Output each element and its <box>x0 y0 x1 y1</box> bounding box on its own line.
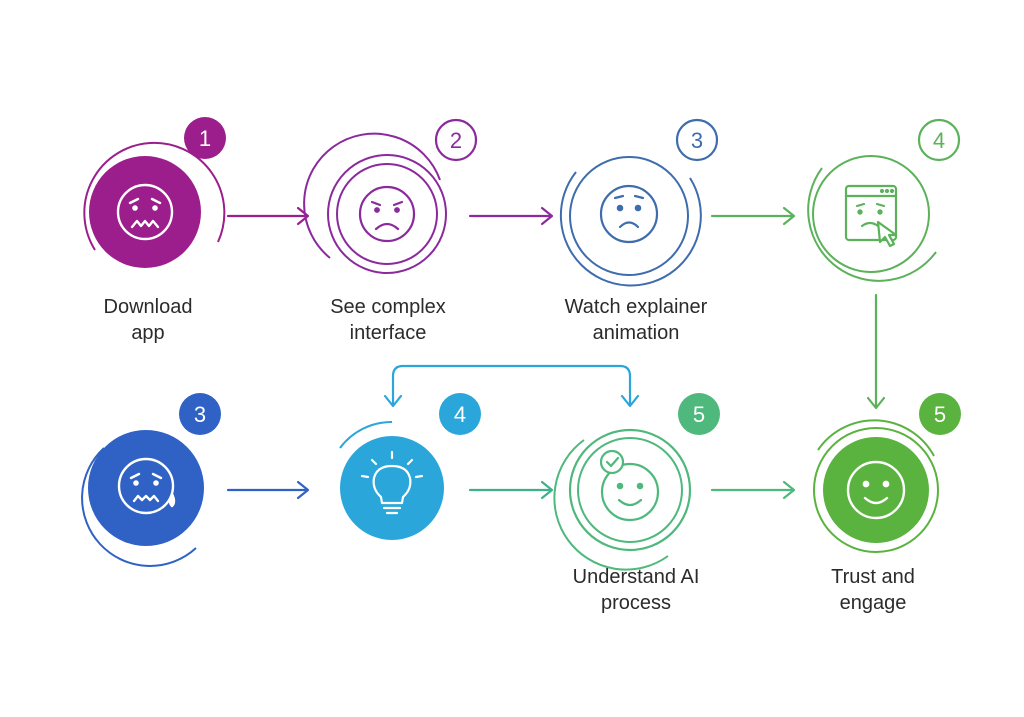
step-r2-2-outer-arc <box>339 420 393 449</box>
step-1-label-line-1: Download <box>103 296 193 318</box>
step-1-label-line-2: app <box>131 322 165 344</box>
step-r2-1-node: 3 <box>81 393 221 567</box>
step-2-ring <box>327 154 447 274</box>
step-r2-3-badge <box>678 393 720 435</box>
step-r2-4-disc <box>823 437 929 543</box>
smiling-face-check-icon <box>599 449 660 522</box>
step-r2-3-label: Understand AI process <box>526 564 746 616</box>
step-3-label: Watch explainer animation <box>526 294 746 346</box>
arrow-4-to-final <box>866 293 886 410</box>
step-3-label-line-2: animation <box>592 322 680 344</box>
step-2-outer-arc <box>303 132 441 259</box>
step-r2-3-inner-ring <box>577 437 683 543</box>
step-r2-3-label-line-1: Understand AI <box>572 566 700 588</box>
step-r2-3-label-line-2: process <box>600 592 672 614</box>
step-3-badge <box>675 118 719 162</box>
step-r2-3-node: 5 <box>553 393 720 571</box>
step-1-number: 1 <box>199 126 211 151</box>
sad-face-icon <box>358 185 416 243</box>
step-2-label-line-2: interface <box>349 322 427 344</box>
step-r2-4-label-line-2: engage <box>839 592 907 614</box>
step-r2-4-node: 5 <box>813 393 961 553</box>
step-r2-4-badge <box>919 393 961 435</box>
arrow-1-to-2 <box>226 206 310 226</box>
step-r2-4-label: Trust and engage <box>763 564 983 616</box>
step-2-node: 2 <box>303 118 478 274</box>
step-3-label-line-1: Watch explainer <box>564 296 708 318</box>
step-1-badge <box>184 117 226 159</box>
arrow-3-to-4 <box>710 206 796 226</box>
step-4-node: 4 <box>807 118 961 282</box>
arrow-r2-2-to-3 <box>468 480 554 500</box>
step-2-badge <box>434 118 478 162</box>
step-r2-3-number: 5 <box>693 402 705 427</box>
step-4-number: 4 <box>933 128 945 153</box>
step-r2-2-number: 4 <box>454 402 466 427</box>
step-1-disc <box>89 156 201 268</box>
step-r2-4-number: 5 <box>934 402 946 427</box>
step-4-badge <box>917 118 961 162</box>
step-r2-3-ring <box>568 428 692 552</box>
step-r2-1-disc <box>88 430 204 546</box>
lightbulb-icon <box>360 450 424 515</box>
step-r2-4-outer-arc <box>817 419 935 457</box>
step-r2-2-disc <box>340 436 444 540</box>
step-2-label: See complex interface <box>278 294 498 346</box>
step-3-ring <box>569 156 689 276</box>
arrow-r2-1-to-2 <box>226 480 310 500</box>
step-1-label: Download app <box>38 294 258 346</box>
step-1-node: 1 <box>83 117 226 268</box>
confused-screen-cursor-icon <box>844 184 898 248</box>
step-r2-1-badge <box>179 393 221 435</box>
connectors <box>226 206 886 500</box>
anxious-face-icon <box>116 183 174 241</box>
step-r2-1-number: 3 <box>194 402 206 427</box>
step-1-outer-arc <box>83 141 226 251</box>
step-r2-2-badge <box>439 393 481 435</box>
step-2-inner-ring <box>336 163 438 265</box>
step-3-node: 3 <box>559 118 719 287</box>
feedback-bracket <box>383 364 640 408</box>
step-3-outer-arc <box>559 171 702 287</box>
step-4-outer-arc <box>807 167 937 282</box>
step-r2-2-node: 4 <box>339 393 481 540</box>
happy-face-icon <box>846 460 906 520</box>
arrow-2-to-3 <box>468 206 554 226</box>
step-r2-4-ring <box>813 427 939 553</box>
step-2-number: 2 <box>450 128 462 153</box>
crying-face-icon <box>117 457 176 515</box>
step-3-number: 3 <box>691 128 703 153</box>
step-r2-3-outer-arc <box>553 439 669 571</box>
arrow-r2-3-to-4 <box>710 480 796 500</box>
step-4-ring <box>812 155 930 273</box>
step-2-label-line-1: See complex <box>330 296 446 318</box>
worried-face-icon <box>599 184 659 244</box>
step-r2-4-label-line-1: Trust and <box>831 566 915 588</box>
step-r2-1-outer-arc <box>81 447 197 567</box>
